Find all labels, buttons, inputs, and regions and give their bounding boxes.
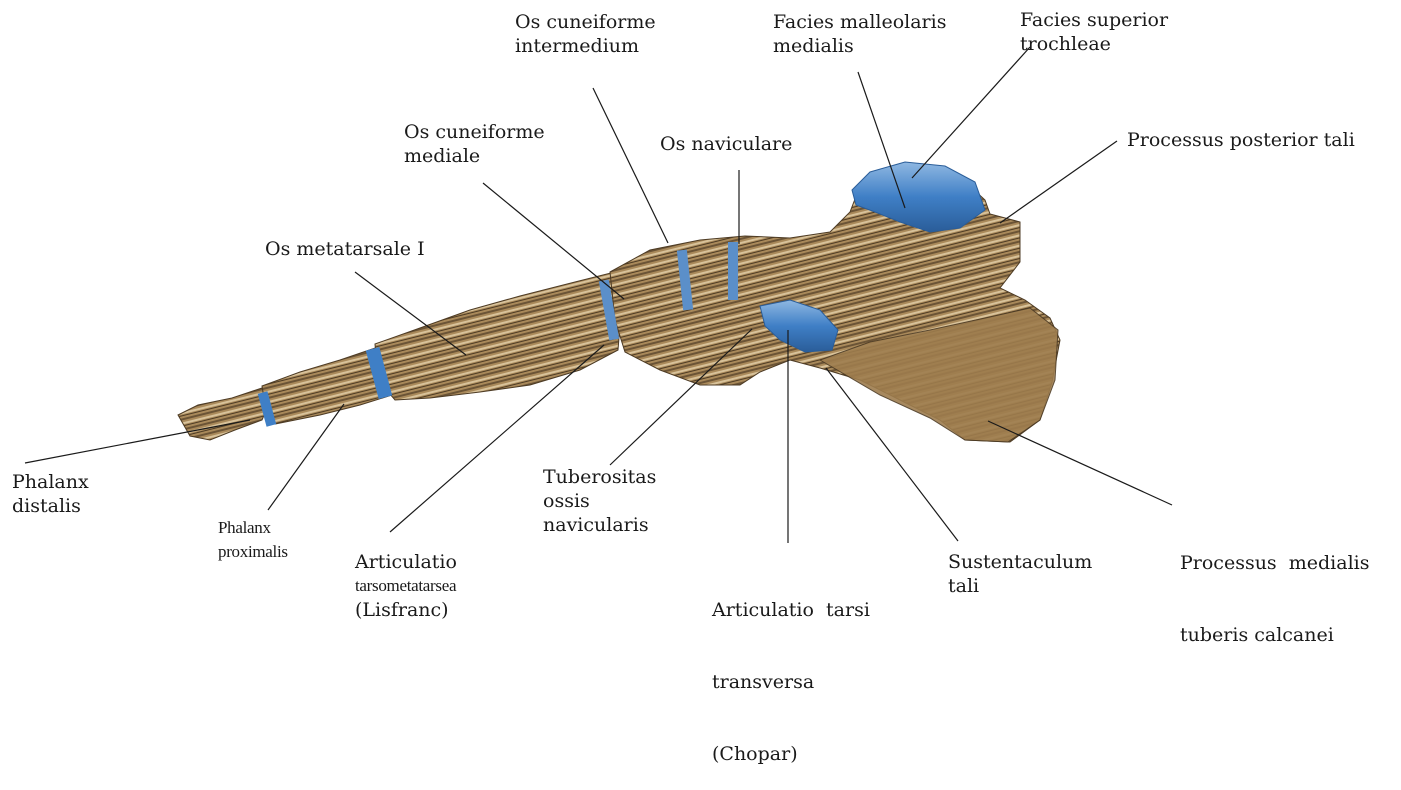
label-processus-posterior-tali: Processus posterior tali [1127, 128, 1355, 152]
label-tuberositas-ossis-navicularis: Tuberositas ossis navicularis [543, 465, 656, 537]
label-articulatio-tarsometatarsea: Articulatio tarsometatarsea (Lisfranc) [355, 550, 457, 622]
label-os-cuneiforme-intermedium: Os cuneiforme intermedium [515, 10, 656, 58]
metatarsale-bone [375, 272, 622, 400]
label-facies-malleolaris-medialis: Facies malleolaris medialis [773, 10, 946, 58]
label-facies-superior-trochleae: Facies superior trochleae [1020, 8, 1168, 56]
leader-processus-posterior [1000, 141, 1117, 223]
label-os-metatarsale-i: Os metatarsale I [265, 237, 425, 261]
label-phalanx-proximalis: Phalanx proximalis [218, 516, 288, 564]
phalanx-distalis-bone [178, 388, 270, 440]
joint-cartilage-5 [728, 242, 738, 300]
leader-cuneiforme-intermedium [593, 88, 668, 243]
label-processus-medialis-tuberis-calcanei: Processus medialis tuberis calcanei [1180, 503, 1370, 671]
label-articulatio-tarsi-transversa: Articulatio tarsi transversa (Chopar) [712, 550, 870, 790]
label-os-naviculare: Os naviculare [660, 132, 792, 156]
label-phalanx-distalis: Phalanx distalis [12, 470, 89, 518]
leader-phalanx-distalis [25, 420, 250, 463]
leader-cuneiforme-mediale [483, 183, 624, 299]
label-os-cuneiforme-mediale: Os cuneiforme mediale [404, 120, 545, 168]
leader-facies-superior [912, 47, 1030, 178]
label-sustentaculum-tali: Sustentaculum tali [948, 550, 1092, 598]
leader-processus-medialis [988, 421, 1172, 505]
